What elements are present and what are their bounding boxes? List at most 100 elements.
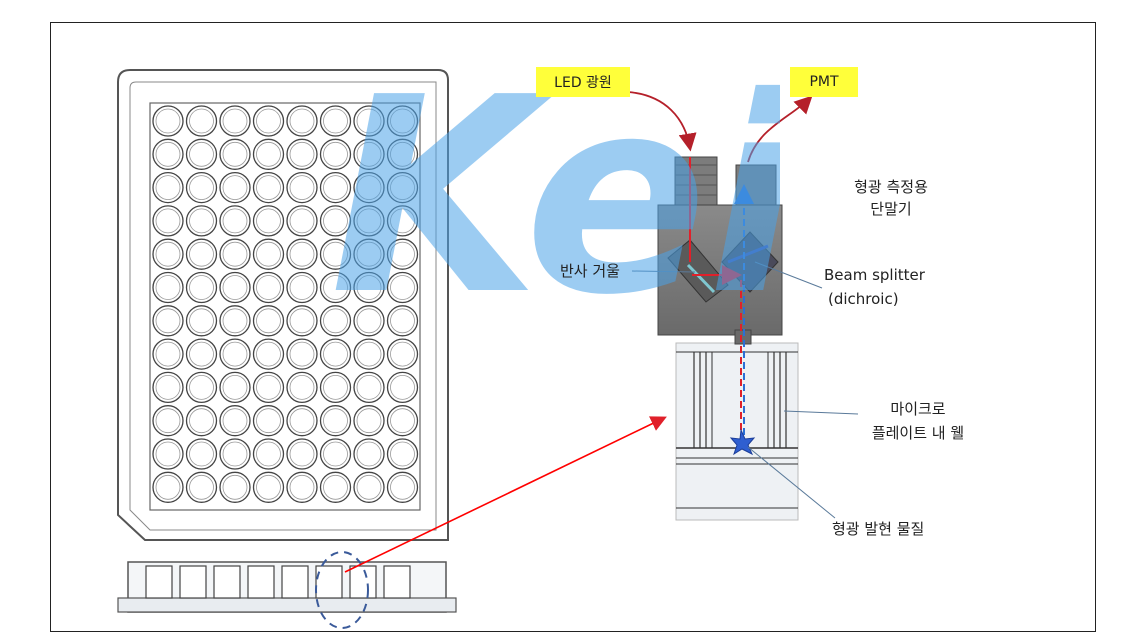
plate-well: [386, 171, 419, 204]
plate-well-inner: [222, 241, 248, 267]
plate-well-inner: [323, 341, 348, 367]
plate-well-inner: [155, 374, 181, 400]
plate-well: [219, 438, 251, 470]
plate-well-inner: [323, 275, 348, 300]
plate-well-inner: [289, 308, 315, 334]
plate-well-inner: [356, 275, 382, 300]
device-label-line1: 형광 측정용: [854, 178, 928, 196]
plate-well-inner: [289, 408, 315, 434]
plate-well: [353, 138, 385, 170]
plate-well-inner: [323, 374, 348, 400]
plate-well-inner: [155, 441, 181, 467]
plate-well-inner: [289, 441, 315, 467]
plate-well-inner: [356, 308, 382, 334]
mirror-label: 반사 거울: [560, 262, 620, 280]
plate-well-inner: [289, 275, 315, 300]
plate-well-inner: [189, 241, 214, 267]
plate-well: [353, 438, 385, 470]
plate-well-inner: [323, 408, 348, 434]
plate-well: [219, 271, 251, 304]
pmt-output-arrow: [747, 95, 813, 163]
plate-well: [219, 205, 251, 237]
plate-well-inner: [323, 474, 348, 500]
plate-well: [353, 205, 385, 237]
plate-well: [319, 471, 352, 503]
plate-well-inner: [189, 275, 214, 300]
plate-well-inner: [323, 141, 348, 167]
plate-well: [152, 171, 184, 204]
plate-well-inner: [390, 374, 415, 400]
plate-well-inner: [356, 241, 382, 267]
plate-well-inner: [256, 408, 281, 434]
led-input-arrow: [627, 91, 697, 152]
fluorescent-substance-star: [729, 428, 756, 456]
plate-well: [319, 238, 352, 270]
plate-well-inner: [390, 341, 415, 367]
plate-well: [353, 105, 385, 137]
plate-well: [386, 338, 419, 370]
well-label-line1: 마이크로: [890, 400, 946, 418]
plate-well: [219, 138, 251, 170]
well-label-line2: 플레이트 내 웰: [871, 424, 965, 442]
plate-well: [386, 205, 419, 237]
plate-well: [353, 338, 385, 370]
plate-well-inner: [390, 308, 415, 334]
plate-well: [353, 405, 385, 437]
plate-well: [252, 471, 285, 503]
led-source-label: LED 광원: [536, 67, 630, 97]
side-well: [383, 565, 411, 599]
plate-well: [286, 371, 318, 404]
plate-well: [286, 205, 318, 237]
plate-well: [152, 371, 184, 404]
light-paths: [627, 91, 813, 456]
side-well: [349, 565, 377, 599]
plate-well-inner: [222, 341, 248, 367]
plate-well-inner: [390, 441, 415, 467]
plate-well: [219, 171, 251, 204]
plate-well: [386, 405, 419, 437]
plate-well: [185, 371, 218, 404]
plate-well: [319, 438, 352, 470]
plate-well: [386, 138, 419, 170]
plate-well-inner: [222, 175, 248, 201]
plate-well: [386, 238, 419, 270]
pmt-label: PMT: [790, 67, 858, 97]
plate-well-inner: [289, 208, 315, 234]
plate-well: [286, 438, 318, 470]
plate-well-inner: [155, 275, 181, 300]
plate-well-inner: [189, 141, 214, 167]
plate-well-inner: [155, 408, 181, 434]
plate-well-inner: [222, 374, 248, 400]
leader-lines: [631, 261, 859, 519]
reflection-mirror: [667, 239, 729, 303]
plate-well: [252, 438, 285, 470]
plate-well-inner: [222, 108, 248, 134]
plate-well-inner: [390, 408, 415, 434]
device-label-line2: 단말기: [870, 200, 912, 218]
plate-well: [252, 338, 285, 370]
plate-well-inner: [256, 474, 281, 500]
plate-well-inner: [323, 175, 348, 201]
plate-well-inner: [256, 108, 281, 134]
plate-well-inner: [189, 208, 214, 234]
plate-well-inner: [222, 474, 248, 500]
plate-well: [152, 405, 184, 437]
plate-well: [252, 371, 285, 404]
plate-well-inner: [289, 474, 315, 500]
plate-well: [185, 238, 218, 270]
plate-well: [386, 305, 419, 337]
plate-well-inner: [390, 141, 415, 167]
plate-well: [185, 405, 218, 437]
plate-well: [185, 471, 218, 503]
plate-well-inner: [155, 341, 181, 367]
plate-well-inner: [323, 241, 348, 267]
plate-well: [319, 338, 352, 370]
plate-well-inner: [155, 175, 181, 201]
plate-well-inner: [155, 108, 181, 134]
plate-well-inner: [256, 208, 281, 234]
plate-well-inner: [356, 108, 382, 134]
well-zoom-view: [675, 342, 799, 521]
plate-well: [353, 305, 385, 337]
plate-well-inner: [189, 441, 214, 467]
plate-well-inner: [189, 374, 214, 400]
